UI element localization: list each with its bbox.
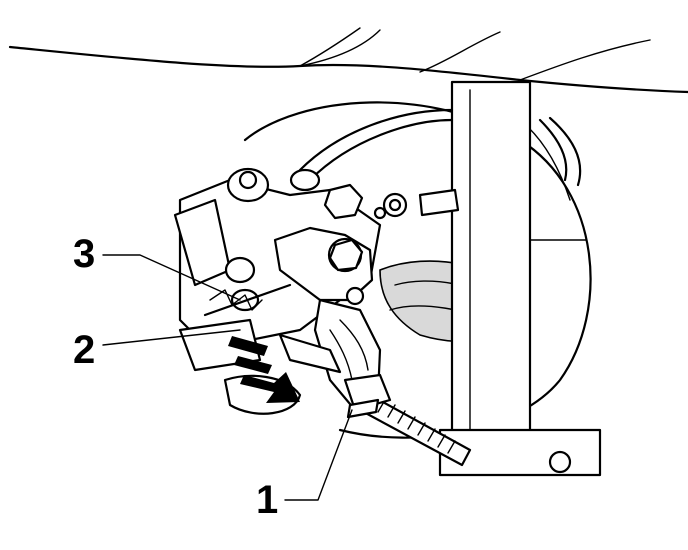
callout-label-1: 1: [256, 478, 279, 522]
leader-line-2: [102, 329, 241, 346]
callout-label-3: 3: [73, 232, 96, 276]
callout-label-2: 2: [73, 328, 96, 372]
callout-leader-lines: [102, 254, 353, 501]
parking-brake-cable: [278, 333, 472, 467]
underbody-contour: [8, 27, 688, 94]
mounting-bolts: [323, 183, 460, 220]
leader-line-1: [284, 409, 353, 501]
pull-direction-arrow: [228, 336, 300, 403]
leader-line-3: [102, 254, 241, 301]
brake-lines: [298, 108, 582, 187]
suspension-strut: [438, 80, 602, 477]
